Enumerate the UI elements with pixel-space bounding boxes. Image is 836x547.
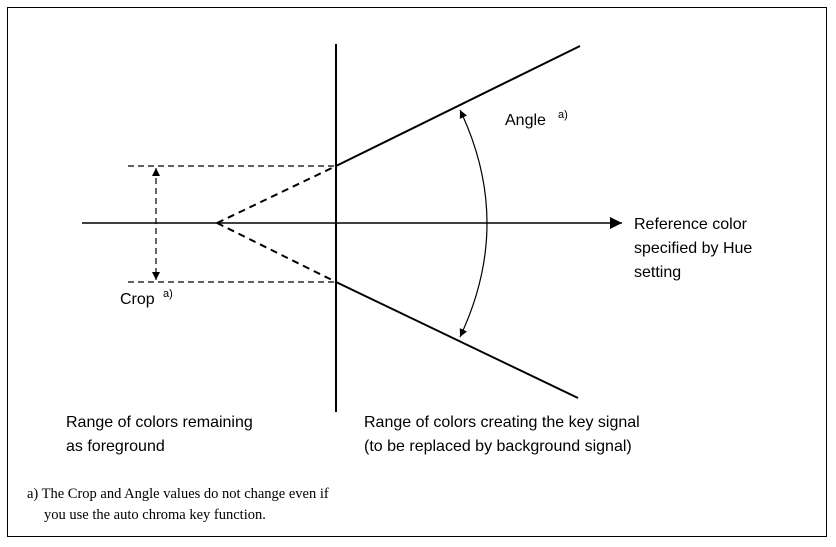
upper-boundary-line — [335, 45, 581, 167]
angle-label: Angle — [505, 112, 546, 129]
foreground-range-label-line1: Range of colors remaining — [66, 414, 253, 431]
foreground-range-label-line2: as foreground — [66, 438, 165, 455]
crop-footnote-mark: a) — [163, 288, 173, 300]
crop-label: Crop — [120, 291, 155, 308]
diagram-frame — [7, 7, 827, 537]
lower-boundary-line — [335, 281, 579, 399]
reference-color-label-line3: setting — [634, 264, 681, 281]
angle-arc — [459, 109, 488, 338]
key-signal-range-label-line1: Range of colors creating the key signal — [364, 414, 640, 431]
reference-color-label-line2: specified by Hue — [634, 240, 752, 257]
footnote-line1: a) The Crop and Angle values do not chan… — [27, 486, 329, 502]
reference-color-label-line1: Reference color — [634, 216, 748, 233]
lower-dashed-extension — [216, 222, 337, 283]
upper-dashed-extension — [216, 165, 337, 224]
angle-footnote-mark: a) — [558, 109, 568, 121]
footnote-line2: you use the auto chroma key function. — [44, 507, 266, 523]
key-signal-range-label-line2: (to be replaced by background signal) — [364, 438, 632, 455]
